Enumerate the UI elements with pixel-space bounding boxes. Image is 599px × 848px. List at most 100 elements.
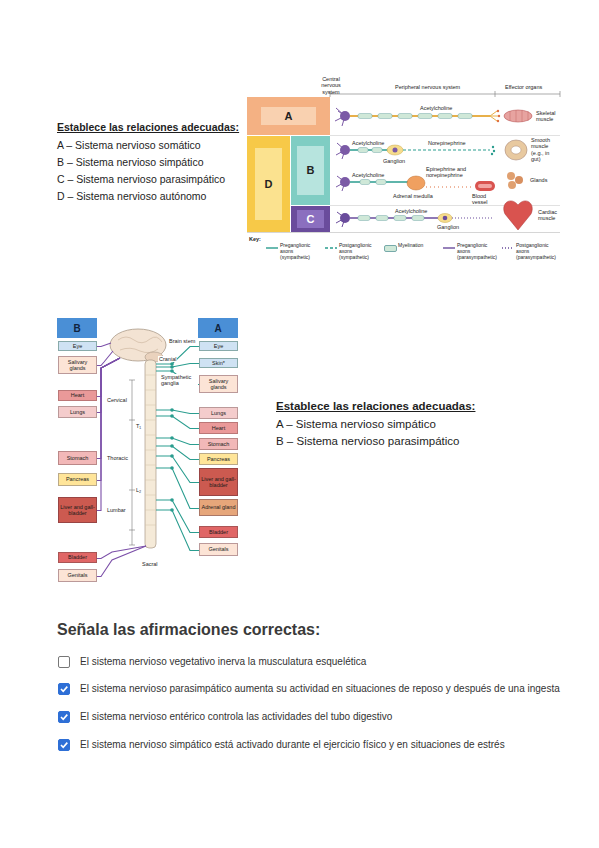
statement-text: El sistema nervioso simpático está activ… [80,739,505,751]
letter-label: B [72,323,81,334]
organ-box: Liver and gall-bladder [199,468,238,496]
question-text: Señala las afirmaciones correctas: [57,621,320,639]
legend-text: Postganglionic axons (parasympathetic) [516,243,559,260]
bracket [330,94,560,95]
letter-label: C [297,210,325,228]
organ-box: Pancreas [199,453,238,465]
organ-name: Eye [72,343,83,349]
legend-text: Myelination [398,243,441,249]
ganglion-dot [170,436,174,440]
ganglion-dot [170,444,174,448]
letter-label: D [255,148,283,220]
organ-box: Lungs [199,407,238,419]
diagram-label: Brain stem [168,338,196,344]
ganglion-dot [170,498,174,502]
letter-label: B [297,146,325,194]
ganglion-dot [170,414,174,418]
organ-name: Pancreas [206,456,231,462]
nerve-line [156,364,199,368]
diagram-label: Acetylcholine [352,172,384,178]
diagram-label: Central nervous system [316,76,346,95]
gut-smooth-muscle [505,140,527,160]
question-text: D – Sistema nervioso autónomo [57,190,206,202]
statement-text: El sistema nervioso parasimpático aument… [80,683,560,695]
region-bracket [129,380,135,545]
system-band: C [291,206,330,232]
gland [507,172,523,189]
bracket [495,91,496,97]
diagram-label: Lumbar [106,507,127,513]
question-text: A – Sistema nervioso simpático [276,418,436,431]
organ-box: Salivary glands [199,375,238,393]
organ-box: Lungs [58,406,97,418]
organ-name: Liver and gall-bladder [59,504,96,516]
checkbox-checked [58,711,70,723]
nerve-line [156,438,199,445]
nerve-line [156,410,199,414]
legend-line-sample [502,244,514,252]
legend-line-sample [266,244,278,252]
organ-name: Adrenal gland [201,504,237,510]
organ-box: Eye [58,341,97,351]
nerve-line [97,546,146,577]
organ-box: Bladder [199,526,238,538]
diagram-label: Acetylcholine [420,105,452,111]
heart [504,201,533,230]
diagram-label: Cardiac muscle [538,209,560,222]
diagram-label: Smooth muscle (e.g., in gut) [531,137,559,162]
ganglion-dot [170,365,174,369]
organ-box: Genitals [58,569,97,582]
diagram-label: Acetylcholine [395,208,427,214]
letter-label: A [261,107,317,125]
nerve-line [97,358,120,511]
row-divider [247,232,560,233]
question-text: B – Sistema nervioso parasimpático [276,435,459,448]
organ-name: Bladder [208,529,229,535]
legend-text: Preganglionic axons (sympathetic) [280,243,323,260]
row-divider [330,135,560,136]
diagram-label: Ganglion [383,158,405,164]
diagram-label: L₂ [135,487,142,493]
question-text: Establece las relaciones adecuadas: [57,121,239,133]
organ-name: Genitals [207,546,229,552]
diagram-label: Adrenal medulla [393,193,433,199]
diagram-label: Effector organs [505,84,542,90]
organ-box: Genitals [199,543,238,556]
diagram-label: Sympathetic ganglia [160,374,198,387]
checkbox-checked [58,739,70,751]
nerve-line [156,510,199,551]
ganglion-dot [170,408,174,412]
nerve-line [156,446,199,460]
diagram-label: Key: [249,236,261,242]
organ-name: Stomach [66,455,90,461]
organ-box: Liver and gall-bladder [58,497,97,523]
diagram-label: Cranial [158,356,177,362]
organ-box: Pancreas [58,473,97,486]
organ-name: Pancreas [65,476,90,482]
diagram-label: Epinephrine and norepinephrine [426,166,472,179]
organ-name: Salivary glands [59,359,96,371]
diagram-label: Glands [530,177,547,183]
system-band: D [247,136,290,232]
legend-text: Postganglionic axons (sympathetic) [339,243,382,260]
nerve-line [156,456,199,483]
organ-name: Genitals [66,572,88,578]
legend-line-sample [443,244,455,252]
diagram-label: Sacral [141,561,159,567]
legend-text: Preganglionic axons (parasympathetic) [457,243,500,260]
ganglion-dot [170,369,174,373]
ganglion-dot [170,466,174,470]
organ-box: Bladder [58,552,97,563]
organ-box: Adrenal gland [199,499,238,516]
organ-name: Lungs [69,409,86,415]
organ-name: Skin* [211,360,226,366]
organ-name: Liver and gall-bladder [200,476,237,488]
ganglion-dot [170,454,174,458]
skeletal-muscle [504,110,532,122]
ganglion-dot [170,508,174,512]
checkbox [58,656,70,668]
check-mark [59,740,69,750]
organ-name: Eye [213,343,224,349]
diagram-label: Acetylcholine [352,140,384,146]
